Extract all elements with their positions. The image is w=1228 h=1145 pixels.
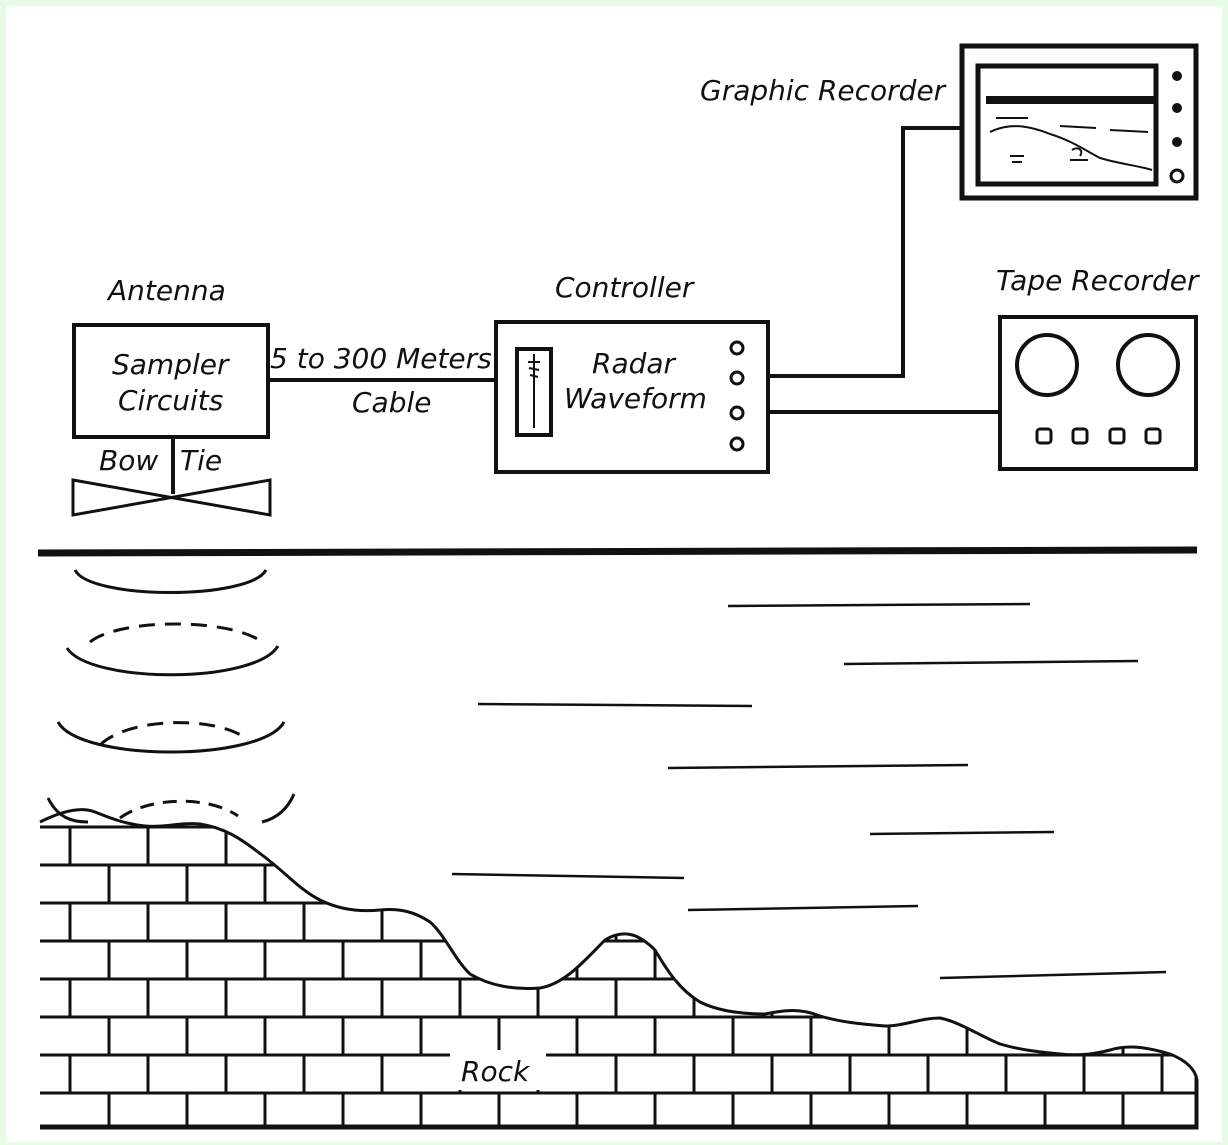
rock-surface-outline [39,808,1199,1130]
connection-lines [268,126,1000,414]
bow-label: Bow [99,444,158,477]
controller-label: Controller [555,271,695,304]
controller-graphic-recorder-cable [768,126,962,378]
subsurface-layer-lines [451,602,1167,980]
diagram-panel [6,6,1222,1142]
ground-surface-line [37,546,1198,557]
graphic-recorder-device [959,43,1199,201]
cable-length-label: 5 to 300 Meters [270,342,492,375]
graphic-recorder-label: Graphic Recorder [700,74,947,107]
tape-reel-right [1116,333,1180,397]
rock-label-backing [450,1050,546,1090]
antenna-label: Antenna [106,274,226,307]
radar-waveform-line1: Radar [592,347,677,380]
controller-device [494,320,770,474]
sampler-circuits-line2: Circuits [118,384,223,417]
sampler-circuits-line1: Sampler [112,348,230,381]
tape-recorder-label: Tape Recorder [996,264,1200,297]
tape-recorder-device [998,315,1198,471]
tape-reel-left [1015,333,1079,397]
radar-waveform-line2: Waveform [564,382,707,415]
bow-tie-antenna [71,478,272,517]
cable-label: Cable [352,386,432,419]
rock-label: Rock [461,1055,531,1088]
radar-wavefronts [46,569,296,824]
tie-label: Tie [180,444,222,477]
